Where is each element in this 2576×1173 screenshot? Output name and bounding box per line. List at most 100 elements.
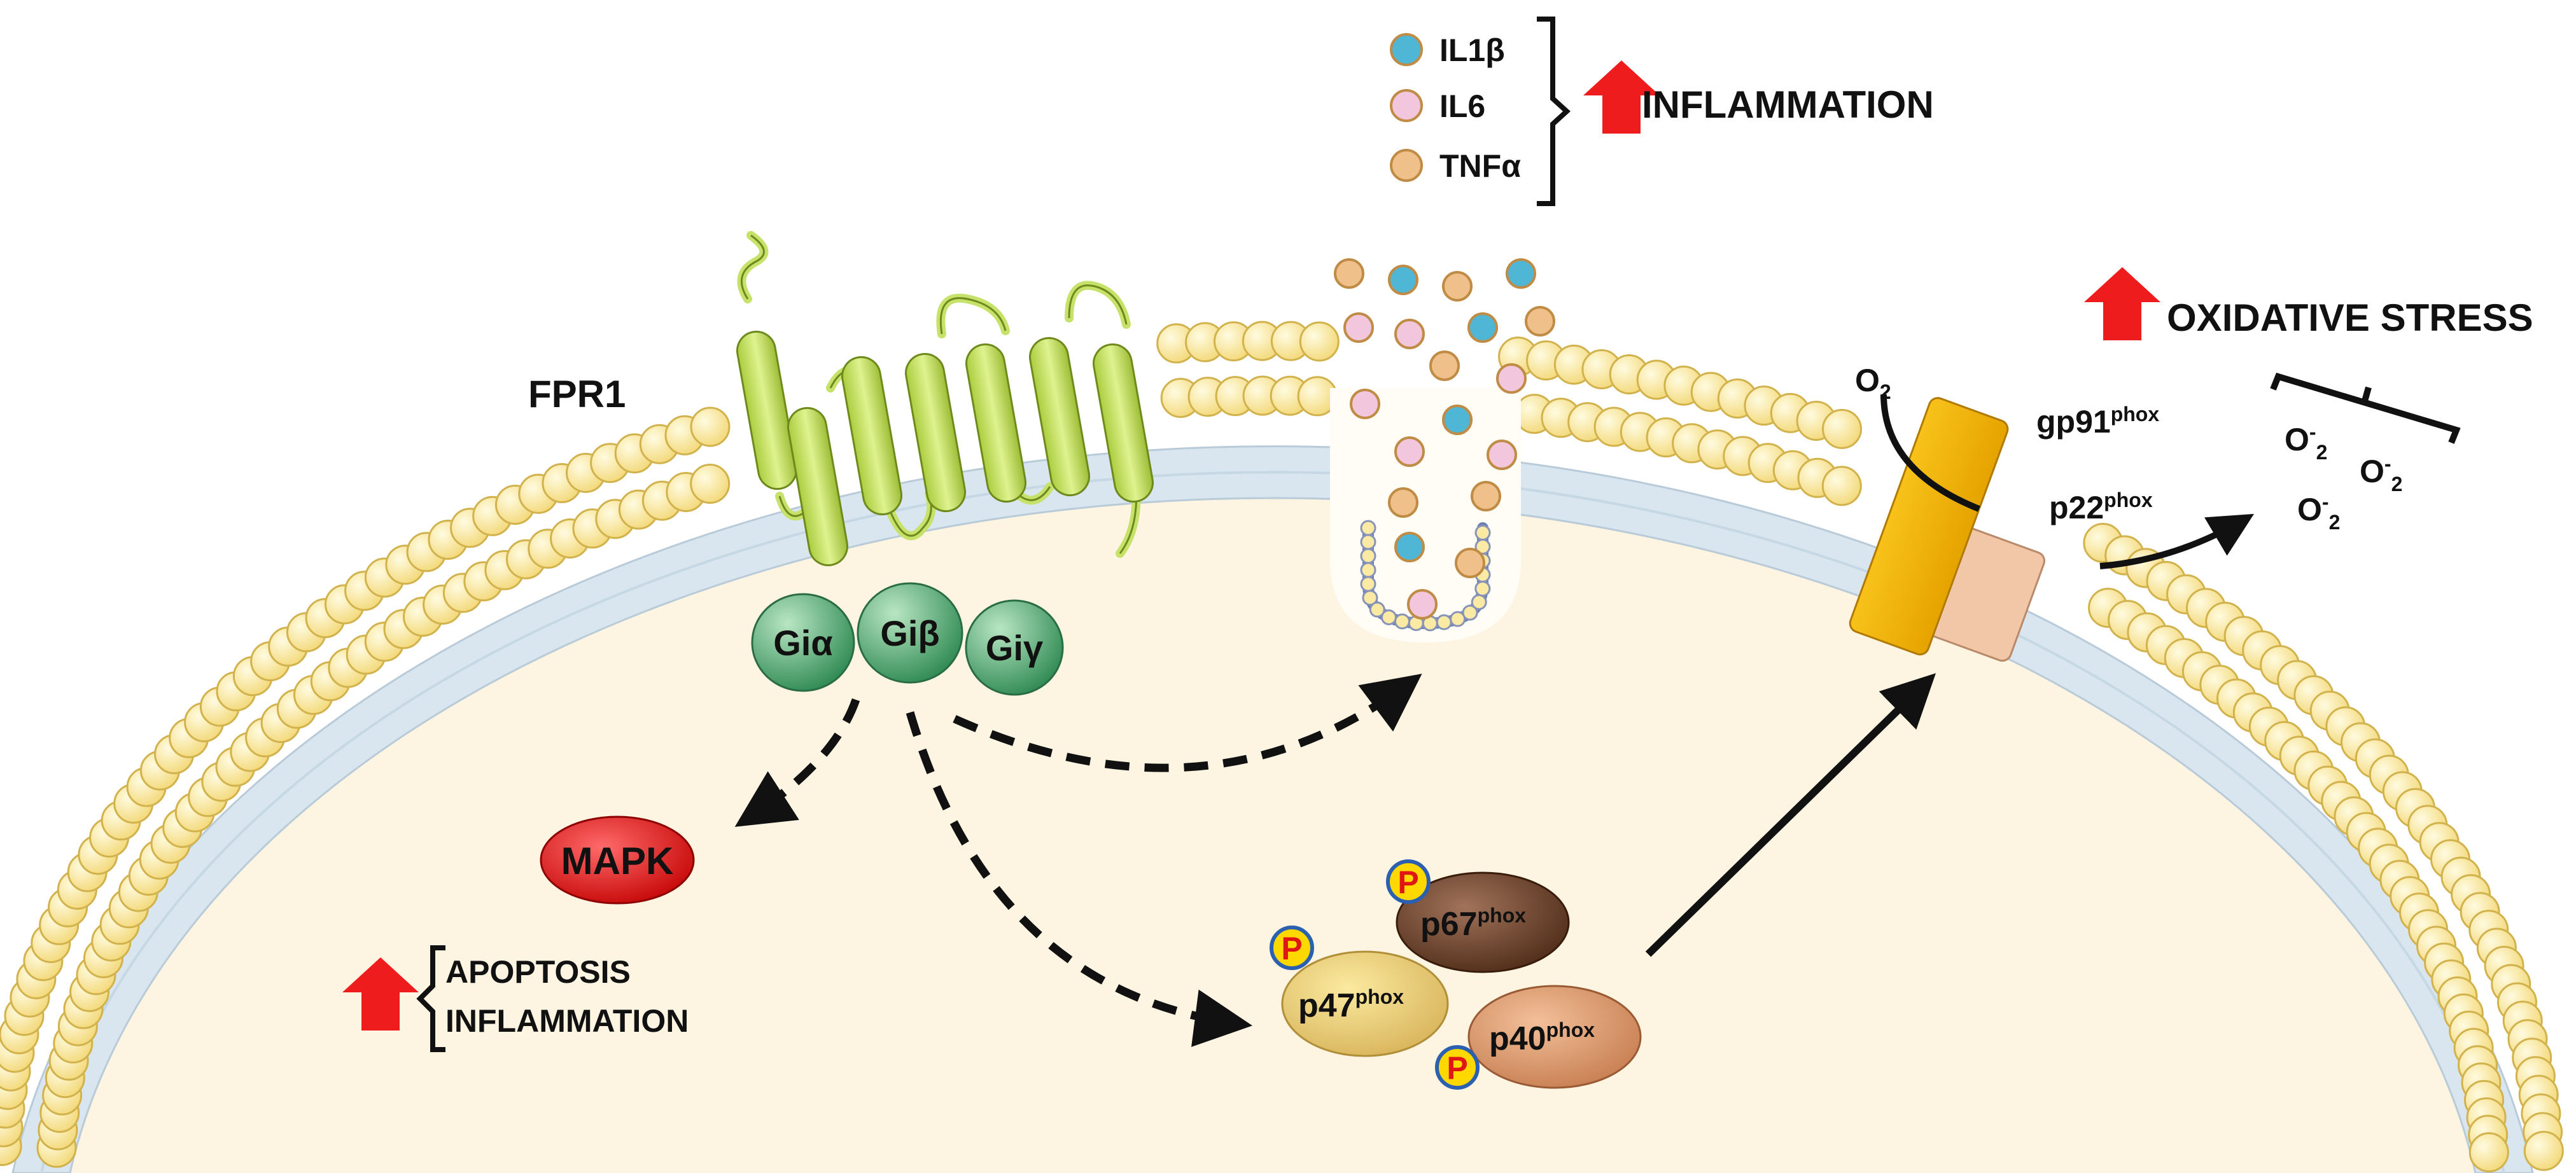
lipid-head-outer <box>1299 321 1340 362</box>
lipid-head-outer <box>690 406 731 447</box>
inflammation-left-label: INFLAMMATION <box>445 1003 689 1039</box>
gp91-label: gp91phox <box>2036 403 2159 440</box>
superoxide-arrow <box>2099 513 2255 569</box>
tnfa-dot <box>1390 149 1423 182</box>
cytokine-dot <box>1471 481 1501 511</box>
p40-label: p40phox <box>1489 1018 1595 1057</box>
cytoplasm <box>70 497 2475 1173</box>
up-arrow-icon <box>2084 267 2160 340</box>
superoxide-3: O-2 <box>2297 490 2340 534</box>
gi-alpha-subunit: Giα <box>751 593 855 692</box>
p47-label: p47phox <box>1298 985 1404 1024</box>
arrow-to-p47 <box>906 711 1253 1047</box>
cytokine-dot <box>1442 271 1473 302</box>
gi-beta-label: Giβ <box>880 613 939 653</box>
membrane-midline <box>40 471 2505 1173</box>
phospho-p67: P <box>1386 859 1431 904</box>
vesicle-lipid-head <box>1369 601 1385 618</box>
released-cytokines <box>1334 258 1555 620</box>
cytokine-dot <box>1350 389 1380 419</box>
cytokine-dot <box>1343 312 1374 343</box>
cytokine-dot <box>1496 363 1527 394</box>
il6-dot <box>1390 89 1423 122</box>
bracket <box>416 945 445 1052</box>
il1b-label: IL1β <box>1439 32 1505 68</box>
transmembrane-helix <box>841 356 902 516</box>
p67-phox: p67phox <box>1396 871 1570 973</box>
transmembrane-helix <box>736 330 797 490</box>
cytokine-dot <box>1394 532 1425 562</box>
cytokine-dot <box>1334 258 1364 289</box>
vesicle-lipid-head <box>1436 614 1452 630</box>
vesicle-lipid-head <box>1450 611 1466 627</box>
cytokine-legend: IL1β IL6 TNFα INFLAMMATION <box>1390 17 1934 206</box>
lipid-head-inner <box>2468 1132 2509 1172</box>
vesicle-lipid-head <box>1462 604 1478 621</box>
lipid-head-outer <box>1822 408 1862 449</box>
vesicle-lipid-head <box>1360 576 1376 592</box>
vesicle-lipid-head <box>1474 524 1491 541</box>
fpr1-receptor <box>736 231 1154 567</box>
cytokine-dot <box>1388 487 1418 518</box>
p47-phox: p47phox <box>1281 950 1449 1057</box>
cytokine-dot <box>1394 436 1425 467</box>
svg-text:P: P <box>1397 864 1418 900</box>
superoxide-bracket <box>2270 372 2461 444</box>
cytokine-dot <box>1455 548 1485 578</box>
vesicle-lipid-head <box>1474 580 1491 597</box>
up-arrow-icon <box>342 957 419 1031</box>
p67-label: p67phox <box>1420 904 1526 943</box>
vesicle-lipid-head <box>1360 520 1376 536</box>
o2-arrow <box>1880 394 1980 512</box>
oxidative-stress-label: OXIDATIVE STRESS <box>2167 296 2533 339</box>
apoptosis-label: APOPTOSIS <box>445 954 631 990</box>
gi-gamma-label: Giγ <box>986 628 1043 668</box>
vesicle-lipid-head <box>1394 613 1410 630</box>
transmembrane-helix <box>1029 337 1090 497</box>
superoxide-2: O-2 <box>2360 452 2402 496</box>
arrow-to-nox2 <box>1645 673 1936 957</box>
gi-alpha-label: Giα <box>773 623 833 663</box>
lipid-heads <box>0 321 2564 1172</box>
lipid-head-inner <box>1821 466 1862 506</box>
arrow-to-vesicle <box>953 674 1422 772</box>
mapk-label: MAPK <box>561 840 674 882</box>
il1b-dot <box>1390 33 1423 66</box>
vesicle-lipid-head <box>1471 594 1487 611</box>
transmembrane-helix <box>787 406 848 567</box>
oxidative-stress-outcome: OXIDATIVE STRESS O-2 O-2 O-2 <box>2084 267 2533 534</box>
apoptosis-inflammation-outcome: APOPTOSIS INFLAMMATION <box>342 945 689 1052</box>
cytokine-dot <box>1525 306 1555 337</box>
phospho-p47: P <box>1270 926 1314 970</box>
lipid-head-inner <box>690 464 731 504</box>
cytokine-dot <box>1467 312 1498 343</box>
vesicle-lipid-head <box>1360 548 1376 564</box>
vesicle-lipid-head <box>1360 534 1376 550</box>
cytokine-dot <box>1429 351 1460 381</box>
cytokine-dot <box>1407 589 1438 620</box>
svg-text:P: P <box>1281 931 1302 966</box>
superoxide-1: O-2 <box>2285 420 2327 464</box>
svg-text:P: P <box>1446 1050 1467 1086</box>
tnfa-label: TNFα <box>1439 148 1521 184</box>
membrane-band <box>11 445 2534 1173</box>
gi-gamma-subunit: Giγ <box>965 599 1064 696</box>
il6-label: IL6 <box>1439 88 1485 124</box>
lipid-head-outer <box>2523 1130 2564 1171</box>
transmembrane-helix <box>1093 343 1154 503</box>
arrow-to-mapk <box>734 698 860 827</box>
p22-label: p22phox <box>2049 489 2153 525</box>
cytosolic-phox-complex: p67phox p47phox p40phox P P P <box>1270 859 1642 1090</box>
vesicle-lipid-head <box>1360 562 1376 578</box>
fpr1-label: FPR1 <box>528 373 626 415</box>
phospho-p40: P <box>1435 1045 1480 1090</box>
cytokine-dot <box>1487 440 1517 470</box>
p40-phox: p40phox <box>1467 985 1642 1089</box>
signaling-arrows <box>734 674 1422 1047</box>
o2-label: O2 <box>1855 363 1891 403</box>
gi-beta-subunit: Giβ <box>857 582 963 684</box>
vesicle-lipid-head <box>1362 590 1378 606</box>
transmembrane-helix <box>965 343 1026 503</box>
